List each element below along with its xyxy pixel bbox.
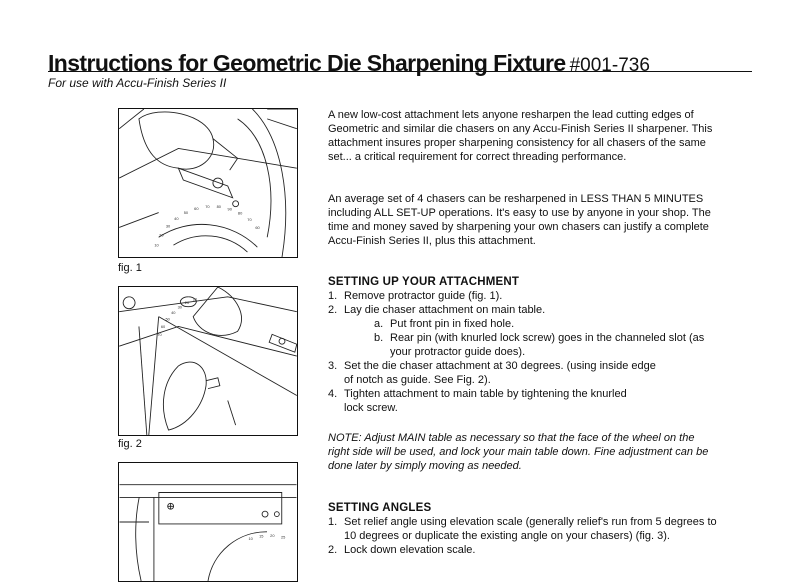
fig1-scale-label: 10 xyxy=(154,243,159,248)
setup-step-2: 2. Lay die chaser attachment on main tab… xyxy=(328,303,718,317)
setup-step-1: 1. Remove protractor guide (fig. 1). xyxy=(328,289,718,303)
setup-heading: SETTING UP YOUR ATTACHMENT xyxy=(328,276,520,288)
fig2-scale-label: 40 xyxy=(171,310,176,315)
intro-text-1: A new low-cost attachment lets anyone re… xyxy=(328,109,713,163)
fig3-drawing: 10 15 20 25 xyxy=(119,484,297,581)
setup-step-2-text: Lay die chaser attachment on main table. xyxy=(344,304,546,316)
angles-step-1: 1. Set relief angle using elevation scal… xyxy=(328,515,718,543)
fig2-scale-label: 20 xyxy=(185,300,190,305)
fig1-scale-label: 80 xyxy=(238,211,243,216)
fig2-scale-label: 50 xyxy=(165,317,170,322)
setup-step-2a: a. Put front pin in fixed hole. xyxy=(328,317,718,331)
fig1-scale-label: 20 xyxy=(159,232,164,237)
setup-step-2b-letter: b. xyxy=(374,332,384,344)
fig1-scale-label: 30 xyxy=(166,223,171,228)
angles-step-1-number: 1. xyxy=(328,516,338,528)
setup-section: SETTING UP YOUR ATTACHMENT 1. Remove pro… xyxy=(328,275,718,415)
fig1-scale-label: 50 xyxy=(184,210,189,215)
fig1-scale-label: 60 xyxy=(255,225,260,230)
fig3-scale-label: 10 xyxy=(249,536,254,541)
fig3-scale-label: 15 xyxy=(259,533,264,538)
fig2-scale-label: 10 xyxy=(193,296,198,301)
angles-step-2-text: Lock down elevation scale. xyxy=(344,544,476,556)
angles-section: SETTING ANGLES 1. Set relief angle using… xyxy=(328,501,718,557)
fig3-scale-label: 25 xyxy=(281,535,286,540)
setup-step-4-number: 4. xyxy=(328,388,338,400)
fig3-scale-label: 20 xyxy=(270,533,275,538)
angles-step-2-number: 2. xyxy=(328,544,338,556)
setup-step-4: 4. Tighten attachment to main table by t… xyxy=(328,387,718,415)
title-rule xyxy=(48,71,752,72)
fig2-scale-label: 70 xyxy=(157,332,162,337)
setup-step-2a-letter: a. xyxy=(374,318,384,330)
title-text: Instructions for Geometric Die Sharpenin… xyxy=(48,50,566,76)
setup-step-2b-text: Rear pin (with knurled lock screw) goes … xyxy=(390,332,705,358)
setup-step-3-number: 3. xyxy=(328,360,338,372)
intro-paragraph-1: A new low-cost attachment lets anyone re… xyxy=(328,108,718,164)
fig1-scale-label: 60 xyxy=(194,206,199,211)
fig1-scale-label: 70 xyxy=(247,217,252,222)
fig2-scale-label: 30 xyxy=(178,305,183,310)
setup-step-4-text: Tighten attachment to main table by tigh… xyxy=(344,388,627,414)
setup-step-3-text: Set the die chaser attachment at 30 degr… xyxy=(344,360,656,386)
angles-step-1-text: Set relief angle using elevation scale (… xyxy=(344,516,717,542)
angles-heading: SETTING ANGLES xyxy=(328,502,432,514)
setup-step-1-text: Remove protractor guide (fig. 1). xyxy=(344,290,503,302)
setup-step-3: 3. Set the die chaser attachment at 30 d… xyxy=(328,359,718,387)
setup-step-1-number: 1. xyxy=(328,290,338,302)
note-text: NOTE: Adjust MAIN table as necessary so … xyxy=(328,432,709,472)
intro-text-2: An average set of 4 chasers can be resha… xyxy=(328,193,711,247)
figure-3-illustration: 10 15 20 25 xyxy=(118,462,298,582)
figure-1-caption: fig. 1 xyxy=(118,262,142,274)
document-title: Instructions for Geometric Die Sharpenin… xyxy=(48,42,650,79)
intro-paragraph-2: An average set of 4 chasers can be resha… xyxy=(328,192,718,248)
fig1-scale-label: 80 xyxy=(217,204,222,209)
fig1-scale-label: 70 xyxy=(205,204,210,209)
setup-step-2a-text: Put front pin in fixed hole. xyxy=(390,318,515,330)
note-paragraph: NOTE: Adjust MAIN table as necessary so … xyxy=(328,431,718,473)
setup-step-2-number: 2. xyxy=(328,304,338,316)
part-number: #001-736 xyxy=(569,55,650,76)
setup-step-2b: b. Rear pin (with knurled lock screw) go… xyxy=(328,331,718,359)
fig1-scale-label: 90 xyxy=(228,206,233,211)
fig2-scale-label: 60 xyxy=(161,324,166,329)
figure-2-caption: fig. 2 xyxy=(118,438,142,450)
document-subtitle: For use with Accu-Finish Series II xyxy=(48,76,227,90)
fig1-scale-label: 40 xyxy=(174,216,179,221)
angles-step-2: 2. Lock down elevation scale. xyxy=(328,543,718,557)
